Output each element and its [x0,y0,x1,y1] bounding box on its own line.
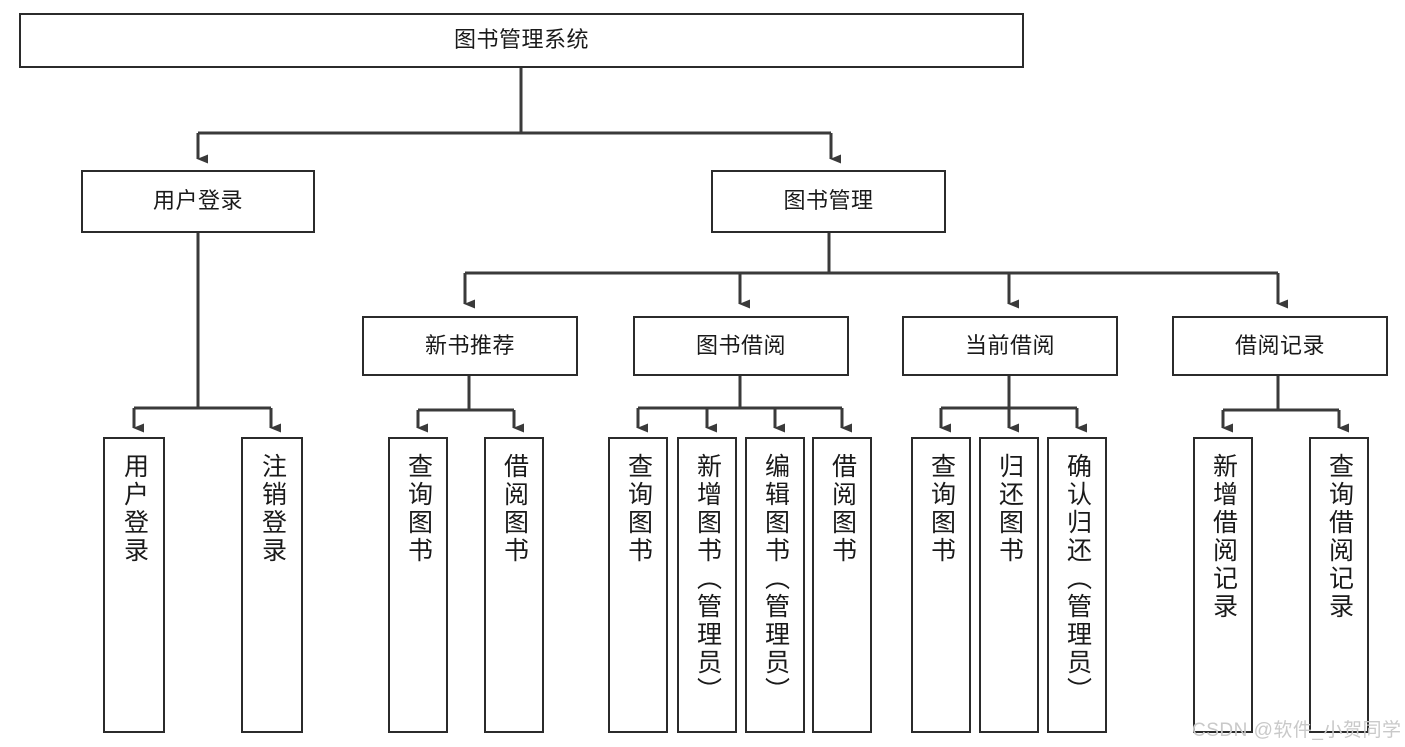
node-leaf-add-book[interactable]: 新增图书（管理员） [677,437,737,733]
node-leaf-query-book-3[interactable]: 查询图书 [911,437,971,733]
node-leaf-return-book-label: 归还图书 [995,453,1024,565]
node-leaf-add-record[interactable]: 新增借阅记录 [1193,437,1253,733]
node-root-label: 图书管理系统 [453,27,589,53]
node-leaf-add-book-label: 新增图书（管理员） [693,453,722,705]
node-leaf-confirm-return[interactable]: 确认归还（管理员） [1047,437,1107,733]
node-leaf-query-book-1[interactable]: 查询图书 [388,437,448,733]
node-leaf-login-label: 用户登录 [120,453,149,565]
node-leaf-query-book-2-label: 查询图书 [624,453,653,565]
csdn-watermark: CSDN @软件_小贺同学 [1192,720,1402,741]
node-user-login[interactable]: 用户登录 [81,170,315,233]
node-user-login-label: 用户登录 [152,188,243,214]
node-leaf-edit-book-label: 编辑图书（管理员） [761,453,790,705]
node-new-book-recommend-label: 新书推荐 [424,332,515,358]
node-leaf-logout-label: 注销登录 [258,453,287,565]
node-leaf-add-record-label: 新增借阅记录 [1209,453,1238,621]
node-leaf-borrow-book-1-label: 借阅图书 [500,453,529,565]
node-root[interactable]: 图书管理系统 [19,13,1024,68]
node-leaf-query-book-1-label: 查询图书 [404,453,433,565]
node-book-management[interactable]: 图书管理 [711,170,946,233]
node-leaf-query-record-label: 查询借阅记录 [1325,453,1354,621]
node-leaf-query-record[interactable]: 查询借阅记录 [1309,437,1369,733]
node-leaf-borrow-book-2[interactable]: 借阅图书 [812,437,872,733]
node-leaf-query-book-3-label: 查询图书 [927,453,956,565]
node-book-borrow[interactable]: 图书借阅 [633,316,849,376]
node-leaf-borrow-book-1[interactable]: 借阅图书 [484,437,544,733]
node-leaf-query-book-2[interactable]: 查询图书 [608,437,668,733]
node-leaf-login[interactable]: 用户登录 [103,437,165,733]
node-leaf-edit-book[interactable]: 编辑图书（管理员） [745,437,805,733]
node-leaf-return-book[interactable]: 归还图书 [979,437,1039,733]
node-leaf-logout[interactable]: 注销登录 [241,437,303,733]
node-current-borrow-label: 当前借阅 [964,332,1055,358]
node-book-borrow-label: 图书借阅 [695,332,786,358]
node-book-management-label: 图书管理 [783,188,874,214]
node-current-borrow[interactable]: 当前借阅 [902,316,1118,376]
node-borrow-record-label: 借阅记录 [1234,332,1325,358]
node-leaf-borrow-book-2-label: 借阅图书 [828,453,857,565]
node-leaf-confirm-return-label: 确认归还（管理员） [1063,453,1092,705]
node-borrow-record[interactable]: 借阅记录 [1172,316,1388,376]
node-new-book-recommend[interactable]: 新书推荐 [362,316,578,376]
